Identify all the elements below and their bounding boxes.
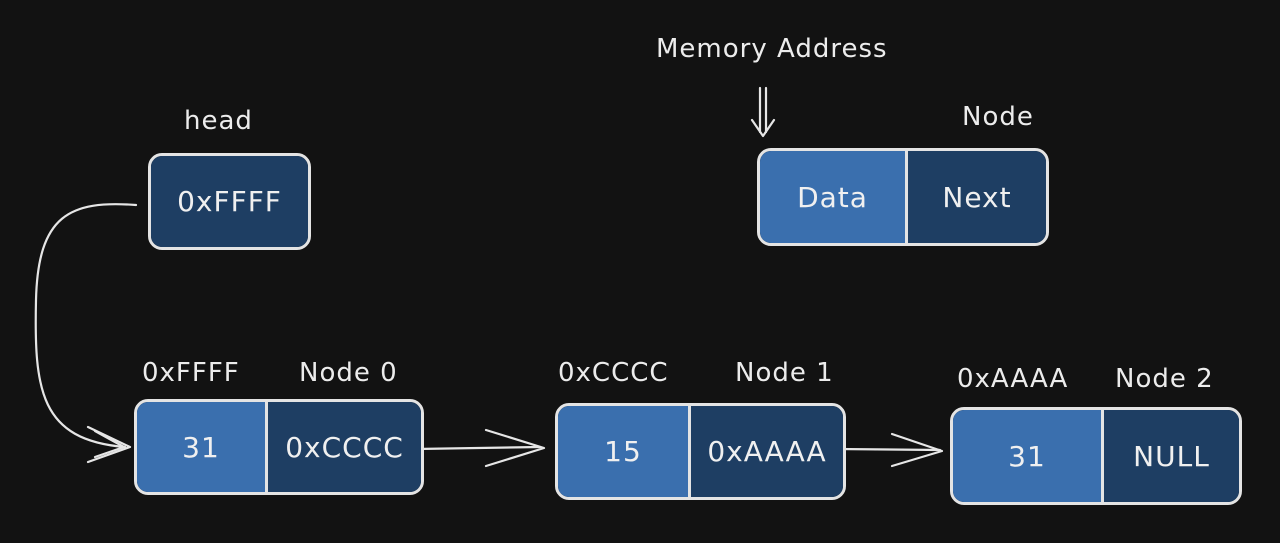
node0-arrowhead — [484, 428, 546, 468]
head-to-node0-arrow — [34, 203, 138, 449]
head-arrowhead-inner — [93, 429, 126, 459]
node0-to-node1-arrow — [414, 445, 542, 451]
memory-address-arrow — [750, 86, 776, 138]
node0-data-cell: 31 — [137, 402, 265, 492]
node2-address-label: 0xAAAA — [957, 364, 1069, 394]
head-label: head — [184, 106, 253, 136]
legend-data-cell: Data — [760, 151, 905, 243]
head-pointer-value: 0xFFFF — [151, 156, 308, 247]
memory-address-label: Memory Address — [656, 34, 888, 64]
node0-address-label: 0xFFFF — [142, 358, 240, 388]
node0-box: 31 0xCCCC — [134, 399, 424, 495]
head-pointer-box: 0xFFFF — [148, 153, 311, 250]
node2-next-cell: NULL — [1101, 410, 1239, 502]
node1-arrowhead — [890, 432, 944, 468]
node2-box: 31 NULL — [950, 407, 1242, 505]
node-legend-label: Node — [962, 102, 1034, 132]
node2-data-cell: 31 — [953, 410, 1101, 502]
node1-name-label: Node 1 — [735, 358, 834, 388]
node1-data-cell: 15 — [558, 406, 688, 497]
node2-name-label: Node 2 — [1115, 364, 1214, 394]
node0-name-label: Node 0 — [299, 358, 398, 388]
node1-address-label: 0xCCCC — [558, 358, 669, 388]
legend-node-box: Data Next — [757, 148, 1049, 246]
node0-next-cell: 0xCCCC — [265, 402, 421, 492]
node1-next-cell: 0xAAAA — [688, 406, 843, 497]
legend-next-cell: Next — [905, 151, 1046, 243]
node1-to-node2-arrow — [834, 447, 942, 452]
node1-box: 15 0xAAAA — [555, 403, 846, 500]
